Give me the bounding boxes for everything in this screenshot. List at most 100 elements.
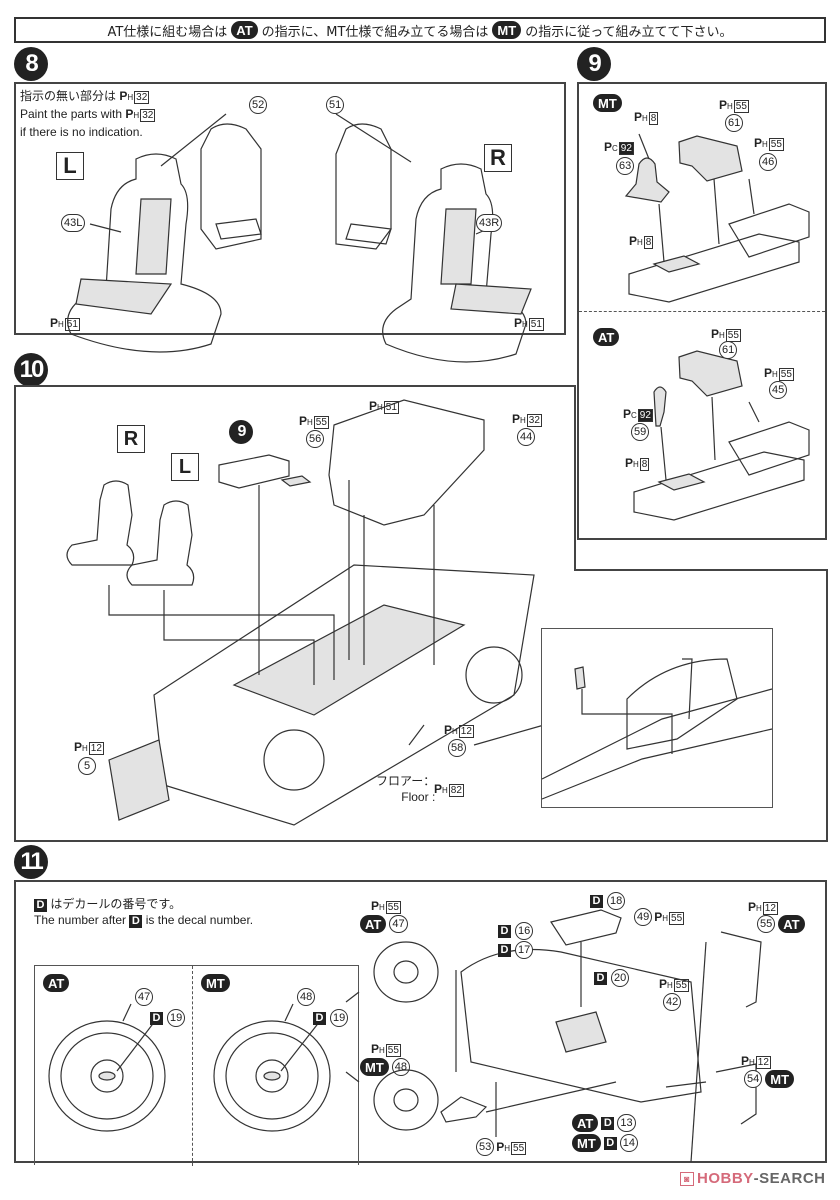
part-43r: 43R — [476, 214, 503, 232]
part-63: 63 — [616, 157, 635, 175]
dashboard-illustration — [345, 909, 762, 1163]
steering-wheel-illustrations — [48, 1003, 331, 1132]
paint-code: 32 — [140, 109, 156, 122]
part-46: 46 — [759, 153, 778, 171]
at-badge: AT — [43, 974, 70, 992]
mt-badge: MT — [593, 94, 622, 112]
part-45: 45 — [769, 381, 788, 399]
watermark-red: HOBBY — [697, 1170, 754, 1187]
inset-console-illustration — [541, 658, 773, 800]
paint-code: 32 — [134, 91, 150, 104]
floor-label-en: Floor : — [401, 790, 436, 804]
banner-text-3: の指示に従って組み立てて下さい。 — [525, 24, 733, 40]
part-48: 48 — [297, 988, 316, 1006]
mt-badge: MT — [201, 974, 230, 992]
step-9-reference: 9 — [229, 420, 253, 444]
divider — [192, 966, 193, 1166]
at-badge: AT — [231, 21, 258, 39]
mt-console-illustration — [624, 133, 810, 303]
right-seat-label: R — [117, 425, 145, 453]
floor-label-jp: フロアー： — [376, 774, 436, 788]
watermark: ◙ HOBBY-SEARCH — [680, 1170, 826, 1187]
left-seat-label: L — [171, 453, 199, 481]
right-side-label: R — [484, 144, 512, 172]
step-11-number: 11 — [14, 845, 48, 879]
left-side-label: L — [56, 152, 84, 180]
part-44: 44 — [517, 428, 536, 446]
step-8-number: 8 — [14, 47, 48, 81]
at-console-illustration — [633, 350, 810, 521]
part-42: 42 — [663, 993, 682, 1011]
divider — [579, 311, 825, 312]
part-43l: 43L — [61, 214, 86, 232]
part-56: 56 — [306, 430, 325, 448]
part-61: 61 — [719, 341, 738, 359]
decal-note: D はデカールの番号です。 The number after D is the … — [34, 897, 254, 928]
detail-inset — [541, 628, 773, 808]
watermark-grey: -SEARCH — [753, 1170, 826, 1187]
step-11-panel: D はデカールの番号です。 The number after D is the … — [14, 880, 827, 1166]
seat-illustrations — [67, 113, 532, 363]
part-51: 51 — [326, 96, 345, 114]
banner-text-1: AT仕様に組む場合は — [107, 24, 228, 40]
at-badge: AT — [593, 328, 620, 346]
part-58: 58 — [448, 739, 467, 757]
part-59: 59 — [631, 423, 650, 441]
step-10-number: 10 — [14, 353, 48, 387]
chassis-illustration — [66, 399, 545, 826]
part-52: 52 — [249, 96, 268, 114]
floor-label: フロアー： Floor : — [376, 773, 435, 805]
step-10-frame — [14, 385, 828, 842]
mt-badge: MT — [492, 21, 522, 39]
note-jp: 指示の無い部分は — [20, 89, 117, 103]
banner-text-2: の指示に、MT仕様で組み立てる場合は — [261, 24, 489, 40]
instruction-banner: AT仕様に組む場合は AT の指示に、MT仕様で組み立てる場合は MT の指示に… — [14, 17, 826, 43]
part-5: 5 — [78, 757, 96, 775]
part-61: 61 — [725, 114, 744, 132]
hobby-search-logo-icon: ◙ — [680, 1171, 694, 1186]
note-en-2: if there is no indication. — [20, 125, 143, 139]
note-en-1: Paint the parts with — [20, 107, 123, 121]
